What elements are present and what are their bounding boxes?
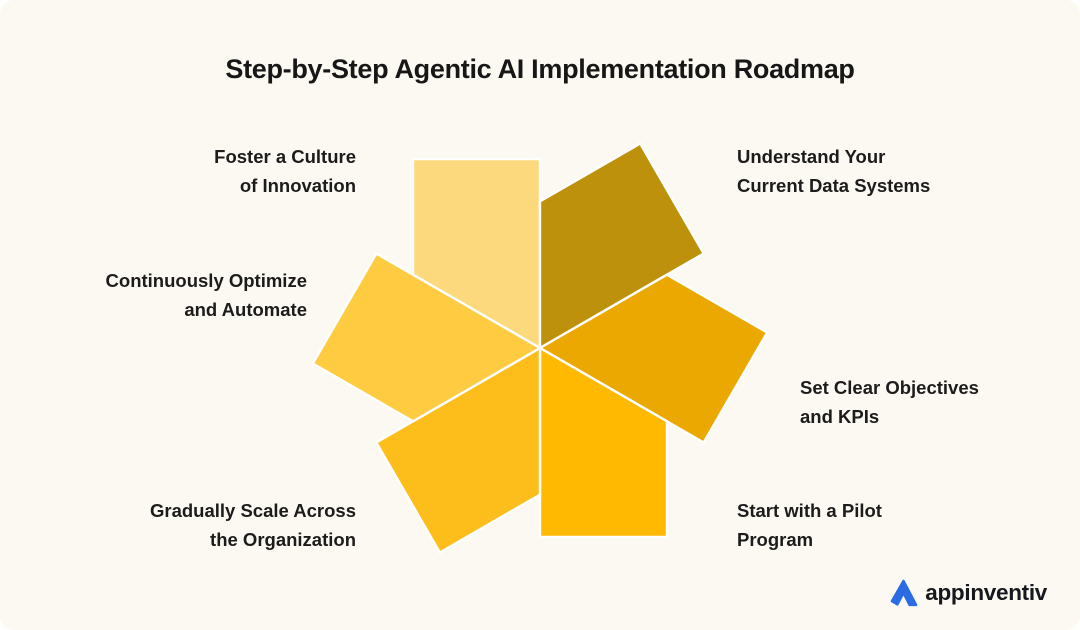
label-line: and KPIs [800, 406, 880, 427]
label-line: Foster a Culture [214, 146, 356, 167]
label-foster-culture-of-innovation: Foster a Culture of Innovation [214, 142, 356, 200]
page-title: Step-by-Step Agentic AI Implementation R… [225, 54, 855, 84]
appinventiv-logo: appinventiv [889, 578, 1047, 608]
label-line: Start with a Pilot [737, 500, 882, 521]
appinventiv-wordmark: appinventiv [925, 580, 1047, 605]
label-set-clear-objectives-kpis: Set Clear Objectives and KPIs [800, 373, 979, 431]
label-line: of Innovation [239, 175, 356, 196]
appinventiv-a-icon [890, 579, 918, 607]
appinventiv-a-icon-path [890, 579, 918, 607]
label-gradually-scale-across-organization: Gradually Scale Across the Organization [150, 496, 356, 554]
label-line: Continuously Optimize [105, 270, 307, 291]
petal-left [311, 251, 543, 423]
label-line: Program [737, 529, 814, 550]
label-line: Current Data Systems [737, 175, 931, 196]
label-continuously-optimize-automate: Continuously Optimize and Automate [106, 266, 307, 324]
label-understand-current-data-systems: Understand Your Current Data Systems [737, 142, 930, 200]
label-start-with-pilot-program: Start with a Pilot Program [737, 496, 882, 554]
label-line: and Automate [184, 299, 307, 320]
label-line: the Organization [210, 529, 356, 550]
label-line: Gradually Scale Across [149, 500, 356, 521]
label-line: Set Clear Objectives [800, 377, 979, 398]
label-line: Understand Your [737, 146, 886, 167]
